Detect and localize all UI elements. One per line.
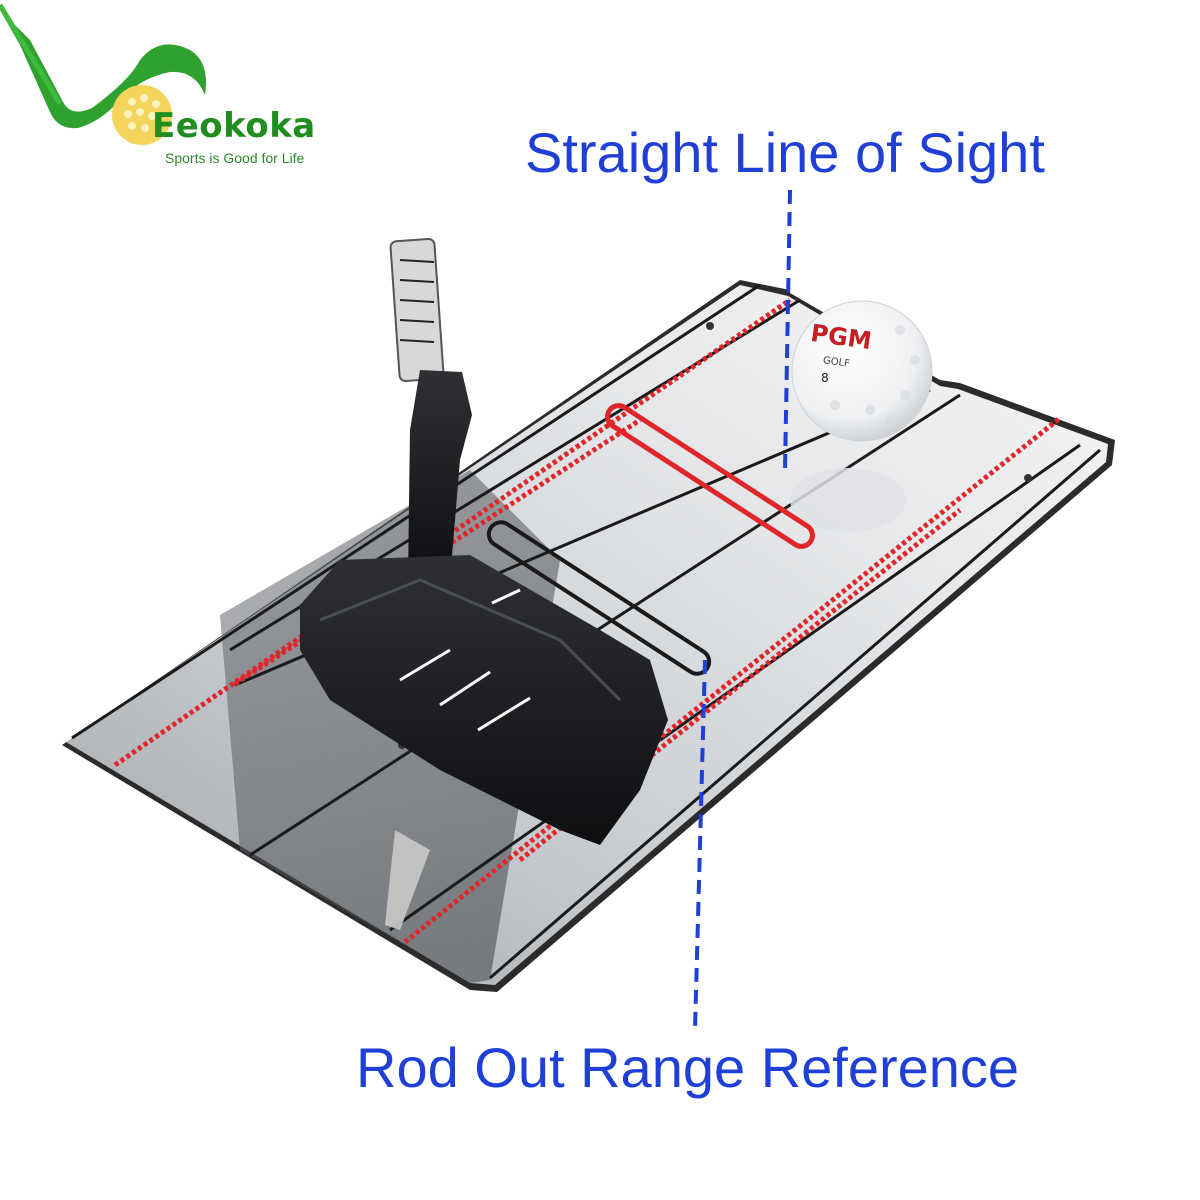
- putter-head: [300, 555, 668, 845]
- ball-number: 8: [821, 371, 829, 385]
- putter: [300, 238, 668, 930]
- annotation-lines: [693, 189, 792, 1031]
- club-shaft-icon: [0, 3, 63, 106]
- rod-out-range-label: Rod Out Range Reference: [356, 1036, 1020, 1099]
- sight-pointer-line: [783, 189, 792, 471]
- line-of-sight-label: Straight Line of Sight: [525, 121, 1045, 184]
- golf-ball: PGM GOLF 8: [790, 300, 933, 532]
- club-swoosh-icon: [0, 10, 206, 129]
- black-alignment-slot: [486, 520, 712, 676]
- ball-subtext: GOLF: [822, 355, 850, 370]
- brand-name: Eeokoka: [152, 106, 316, 146]
- red-alignment-slot: [605, 403, 815, 549]
- brand-logo: [0, 3, 206, 145]
- shaft-reflection: [385, 830, 430, 930]
- brand-tagline: Sports is Good for Life: [165, 150, 305, 166]
- rod-pointer-line: [693, 659, 707, 1031]
